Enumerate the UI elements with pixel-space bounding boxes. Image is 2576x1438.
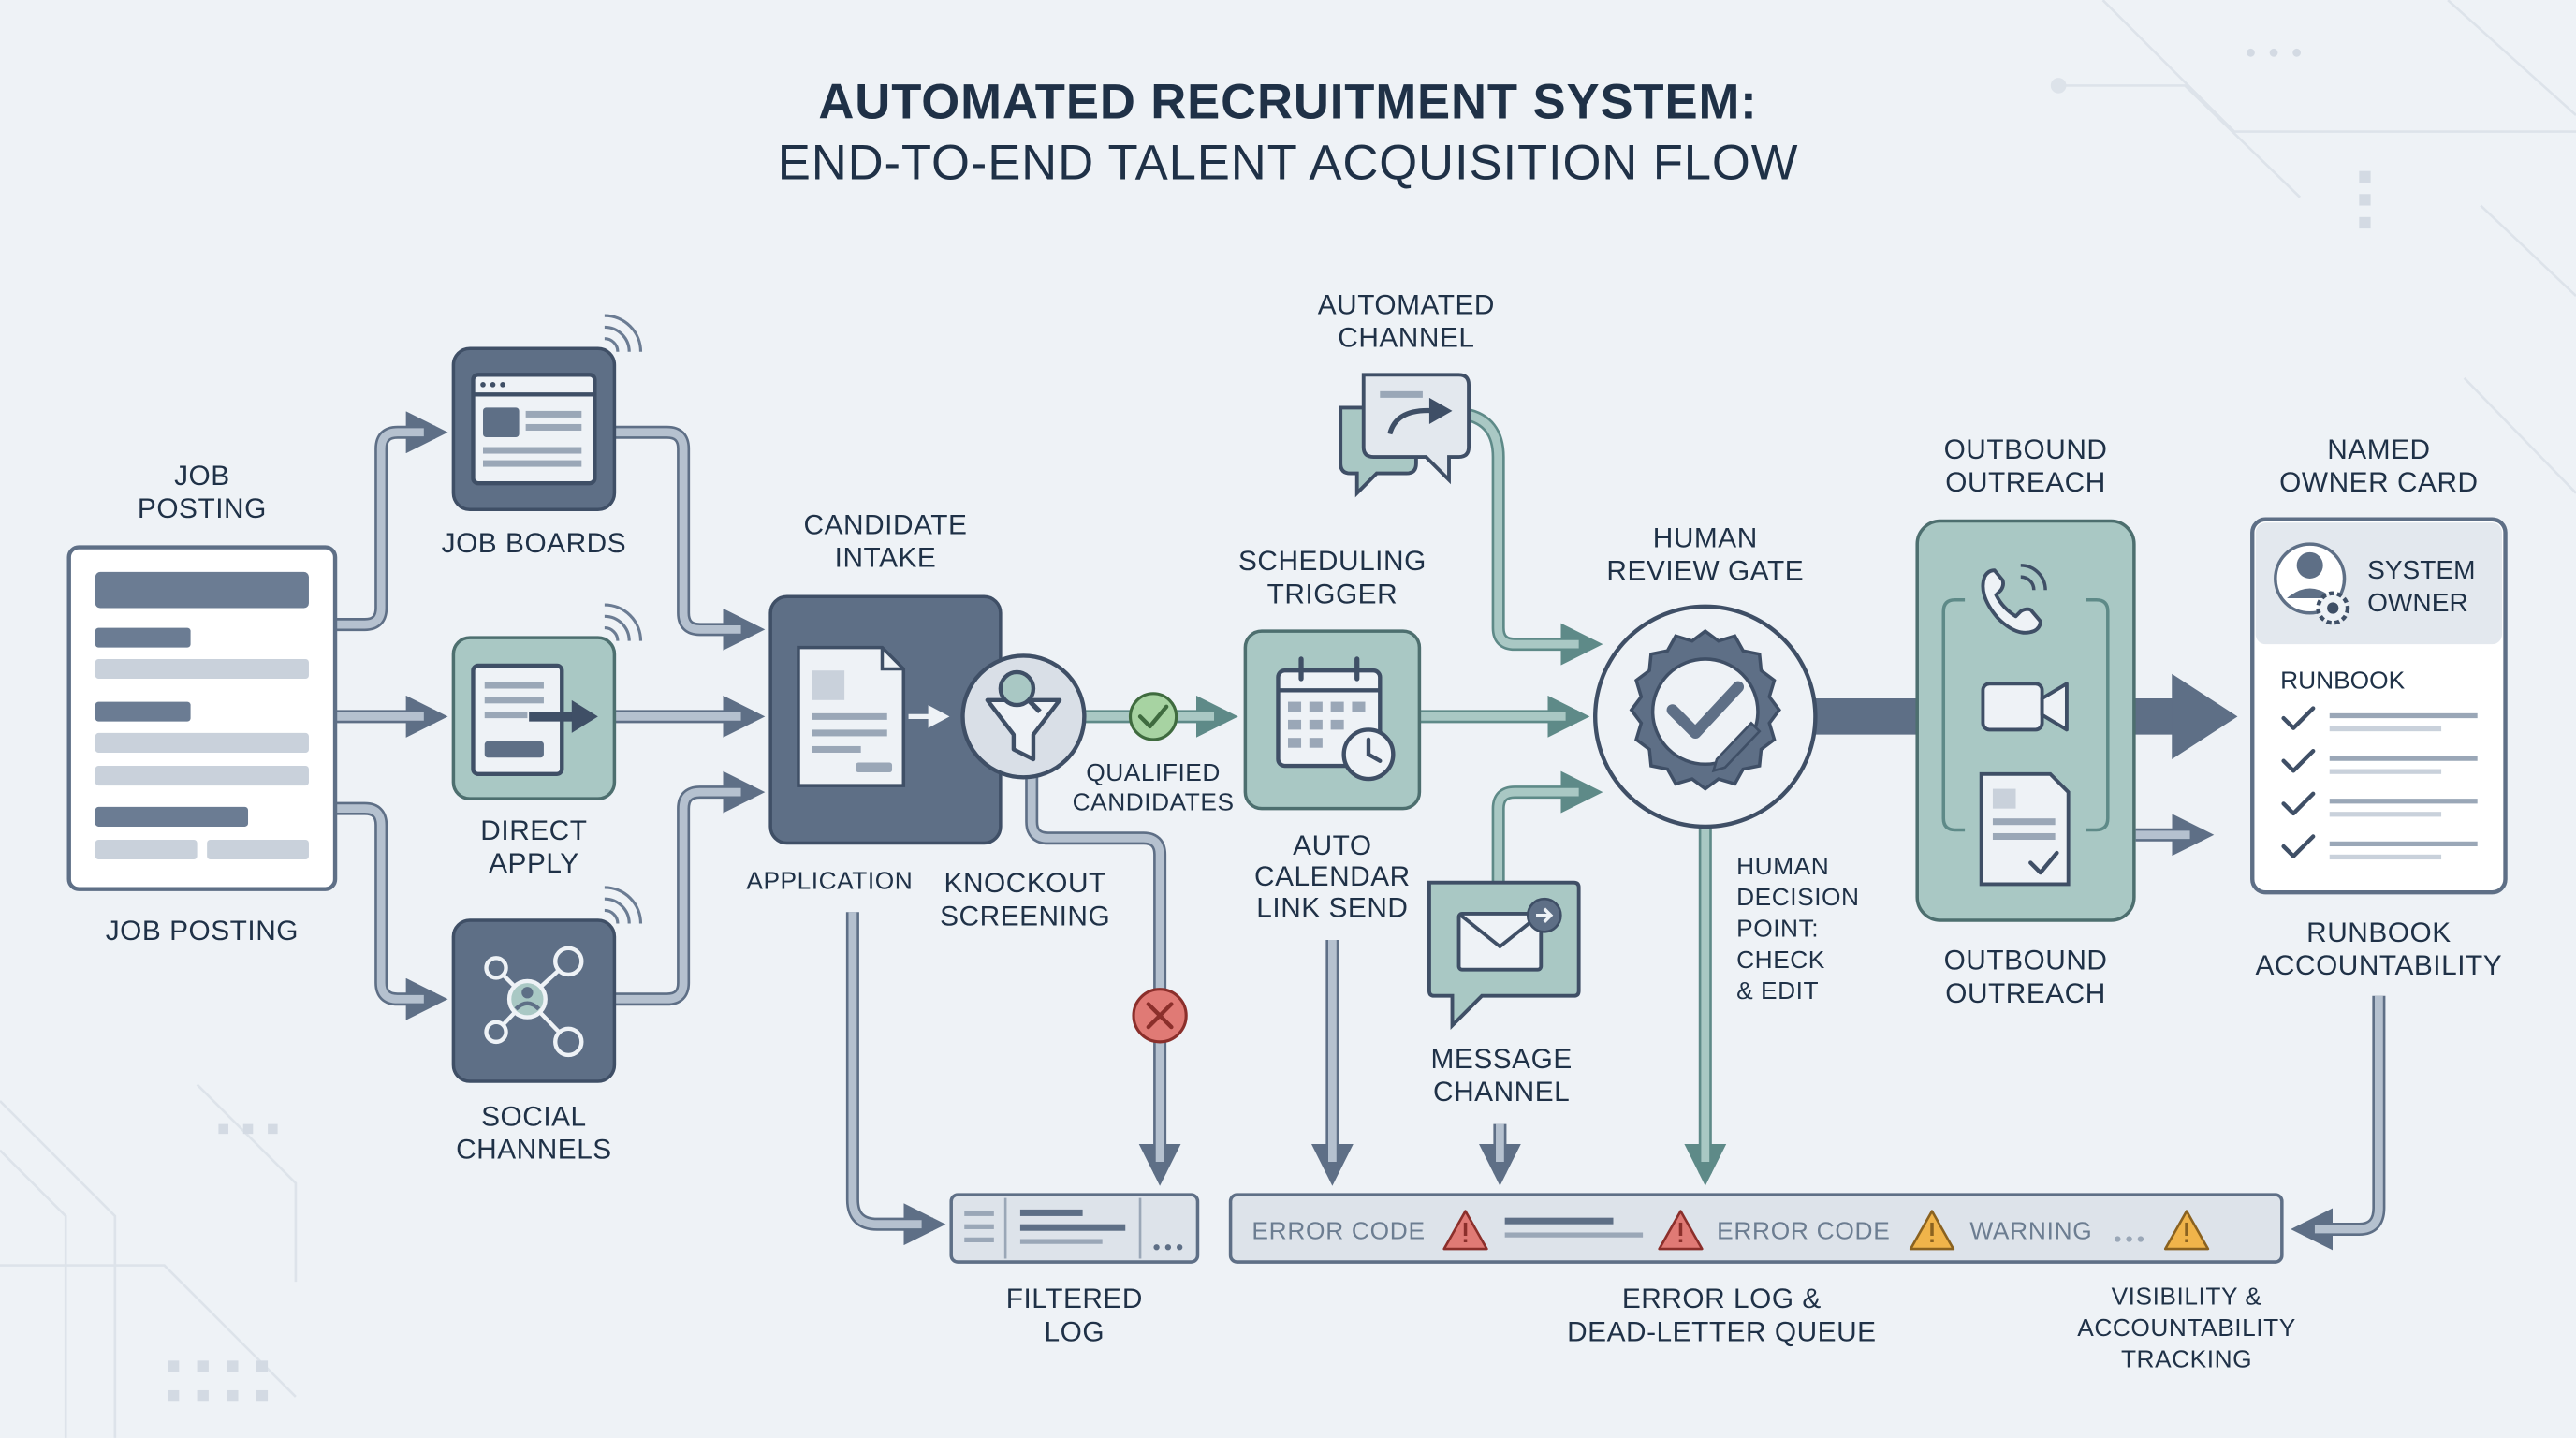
- signal-waves-icon: [604, 603, 643, 641]
- document-arrow-icon: [471, 663, 598, 776]
- automated-channel-node: AUTOMATED CHANNEL: [1318, 289, 1495, 498]
- runbook-label: RUNBOOK: [2280, 667, 2405, 695]
- runbook-checklist: [2281, 706, 2478, 860]
- warning-text: WARNING: [1969, 1216, 2092, 1244]
- title-line-2: END-TO-END TALENT ACQUISITION FLOW: [778, 135, 1799, 190]
- automated-channel-label-2: CHANNEL: [1338, 322, 1474, 353]
- job-posting-top-label-1: JOB: [174, 461, 230, 492]
- decision-label-1: HUMAN: [1736, 852, 1829, 880]
- social-channels-node: SOCIAL CHANNELS: [451, 886, 643, 1165]
- outreach-top-label-2: OUTREACH: [1945, 467, 2106, 498]
- knockout-label-2: SCREENING: [940, 901, 1110, 932]
- verified-check-badge-icon: [1629, 628, 1781, 791]
- candidate-intake-label-1: CANDIDATE: [804, 510, 968, 541]
- video-camera-icon: [1981, 682, 2069, 732]
- check-circle-icon: [1128, 692, 1178, 741]
- owner-top-label-1: NAMED: [2327, 434, 2430, 465]
- qualified-label-2: CANDIDATES: [1073, 787, 1235, 815]
- connector-arrows: [336, 407, 2386, 1251]
- network-user-icon: [484, 946, 584, 1058]
- qualified-label-1: QUALIFIED: [1086, 758, 1221, 786]
- signal-waves-icon: [604, 314, 643, 352]
- job-posting-bottom-label: JOB POSTING: [106, 916, 299, 946]
- scheduling-sub-label-3: LINK SEND: [1256, 892, 1408, 923]
- visibility-tracking-label: VISIBILITY & ACCOUNTABILITY TRACKING: [2077, 1283, 2296, 1373]
- warning-icon: [1658, 1210, 1704, 1251]
- social-channels-label-1: SOCIAL: [481, 1101, 587, 1132]
- error-log-label-1: ERROR LOG &: [1622, 1284, 1822, 1314]
- outreach-top-label-1: OUTBOUND: [1944, 434, 2108, 465]
- social-channels-label-2: CHANNELS: [456, 1134, 612, 1165]
- scheduling-sub-label-2: CALENDAR: [1254, 861, 1411, 892]
- owner-card-title-1: SYSTEM: [2367, 555, 2475, 584]
- message-channel-label-1: MESSAGE: [1431, 1044, 1573, 1075]
- error-code-1: ERROR CODE: [1251, 1216, 1425, 1244]
- warning-icon: [1909, 1210, 1955, 1251]
- error-x-icon: [1132, 988, 1188, 1044]
- visibility-label-1: VISIBILITY &: [2112, 1283, 2262, 1311]
- knockout-label-1: KNOCKOUT: [944, 868, 1106, 899]
- direct-apply-label-2: APPLY: [489, 848, 579, 879]
- decision-label-4: CHECK: [1736, 946, 1825, 974]
- automated-channel-label-1: AUTOMATED: [1318, 289, 1495, 320]
- error-code-2: ERROR CODE: [1717, 1216, 1890, 1244]
- calendar-clock-icon: [1276, 656, 1396, 782]
- signal-waves-icon: [604, 886, 643, 924]
- job-boards-node: JOB BOARDS: [442, 314, 643, 559]
- browser-window-icon: [471, 373, 597, 486]
- filtered-log-label-2: LOG: [1045, 1316, 1105, 1347]
- decision-label-2: DECISION: [1736, 883, 1859, 911]
- error-log-queue-node: ERROR CODE ERROR CODE WARNING ERROR LOG …: [1228, 1193, 2284, 1347]
- document-check-icon: [1979, 771, 2071, 887]
- document-icon: [797, 645, 906, 787]
- review-label-1: HUMAN: [1653, 523, 1758, 554]
- visibility-label-2: ACCOUNTABILITY: [2077, 1313, 2296, 1342]
- knockout-screening-node: KNOCKOUT SCREENING: [940, 653, 1110, 932]
- review-label-2: REVIEW GATE: [1606, 556, 1804, 587]
- application-label: APPLICATION: [746, 867, 913, 895]
- warning-icon: [2163, 1210, 2210, 1251]
- candidate-intake-label-2: INTAKE: [835, 543, 937, 574]
- visibility-label-3: TRACKING: [2121, 1344, 2252, 1372]
- filtered-log-node: FILTERED LOG: [949, 1193, 1200, 1347]
- scheduling-label-1: SCHEDULING: [1238, 546, 1427, 577]
- decision-label-3: POINT:: [1736, 915, 1819, 943]
- owner-top-label-2: OWNER CARD: [2279, 467, 2478, 498]
- filter-search-icon: [985, 669, 1062, 762]
- chat-forward-icon: [1339, 373, 1471, 498]
- title-line-1: AUTOMATED RECRUITMENT SYSTEM:: [818, 75, 1757, 130]
- job-posting-node: JOB POSTING JOB POSTING: [66, 461, 338, 946]
- owner-bottom-label-1: RUNBOOK: [2306, 917, 2452, 948]
- message-channel-node: MESSAGE CHANNEL: [1427, 880, 1581, 1108]
- scheduling-trigger-node: SCHEDULING TRIGGER AUTO CALENDAR LINK SE…: [1238, 546, 1427, 923]
- background-dots: [168, 48, 2371, 1402]
- job-boards-label: JOB BOARDS: [442, 528, 627, 559]
- direct-apply-label-1: DIRECT: [480, 815, 587, 846]
- phone-icon: [1981, 564, 2047, 635]
- candidate-intake-node: CANDIDATE INTAKE APPLICATION: [746, 510, 1003, 895]
- scheduling-label-2: TRIGGER: [1267, 579, 1398, 609]
- message-channel-label-2: CHANNEL: [1433, 1077, 1570, 1108]
- user-gear-icon: [2274, 542, 2350, 625]
- decision-label-5: & EDIT: [1736, 976, 1819, 1005]
- owner-bottom-label-2: ACCOUNTABILITY: [2256, 950, 2503, 981]
- owner-card-title-2: OWNER: [2367, 588, 2468, 617]
- warning-icon: [1442, 1210, 1488, 1251]
- outreach-bottom-label-2: OUTREACH: [1945, 978, 2106, 1009]
- email-icon: [1456, 897, 1562, 972]
- filtered-log-label-1: FILTERED: [1006, 1284, 1143, 1314]
- scheduling-sub-label-1: AUTO: [1293, 830, 1371, 861]
- named-owner-card-node: NAMED OWNER CARD SYSTEM OWNER RUNBOOK RU…: [2250, 434, 2508, 981]
- job-posting-lines: [95, 571, 309, 860]
- direct-apply-node: DIRECT APPLY: [451, 603, 643, 879]
- outreach-bottom-label-1: OUTBOUND: [1944, 946, 2108, 976]
- error-log-label-2: DEAD-LETTER QUEUE: [1567, 1316, 1876, 1347]
- outbound-outreach-node: OUTBOUND OUTREACH OUTBOUND OUTREACH: [1915, 434, 2136, 1009]
- human-review-gate-node: HUMAN REVIEW GATE HUMAN DECISION POINT: …: [1593, 523, 1859, 1005]
- job-posting-top-label-2: POSTING: [138, 493, 267, 524]
